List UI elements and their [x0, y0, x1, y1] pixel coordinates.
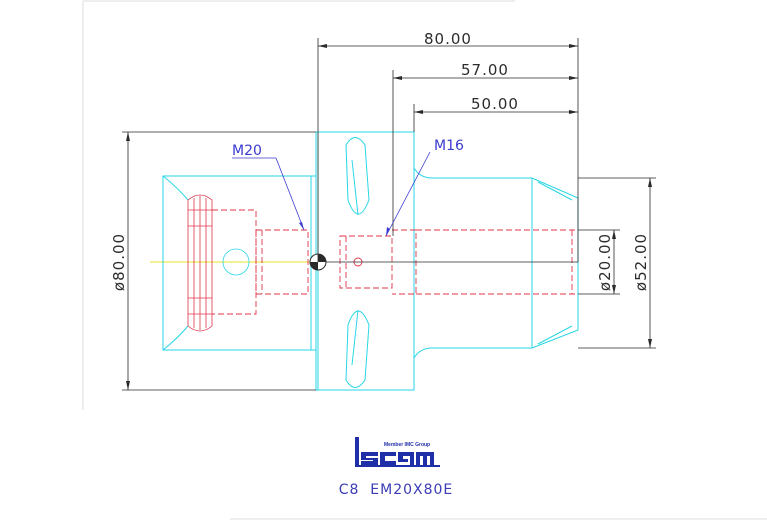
- logo-tagline: Member IMC Group: [384, 442, 430, 448]
- dim-diameter-80: ø80.00: [110, 233, 128, 291]
- dim-diameter-52: ø52.00: [632, 233, 650, 291]
- tool-body-outline: [162, 131, 579, 391]
- drawing-caption: C8 EM20X80E: [339, 482, 454, 498]
- callout-leaders: [232, 151, 431, 237]
- logo-wordmark-graphic: [355, 437, 440, 467]
- sheet-border: [82, 0, 767, 520]
- company-logo: Member IMC Group: [355, 437, 440, 467]
- dim-diameter-20: ø20.00: [596, 233, 614, 291]
- callout-m20: M20: [232, 143, 262, 159]
- callout-arrows: [299, 222, 390, 236]
- dimension-lines: [122, 38, 656, 391]
- callout-m16: M16: [434, 138, 464, 154]
- dim-length-57: 57.00: [461, 61, 509, 79]
- dim-length-80: 80.00: [424, 30, 472, 48]
- dim-length-50: 50.00: [471, 95, 519, 113]
- dimension-arrows: [126, 44, 652, 390]
- collet-knurl: [187, 194, 250, 332]
